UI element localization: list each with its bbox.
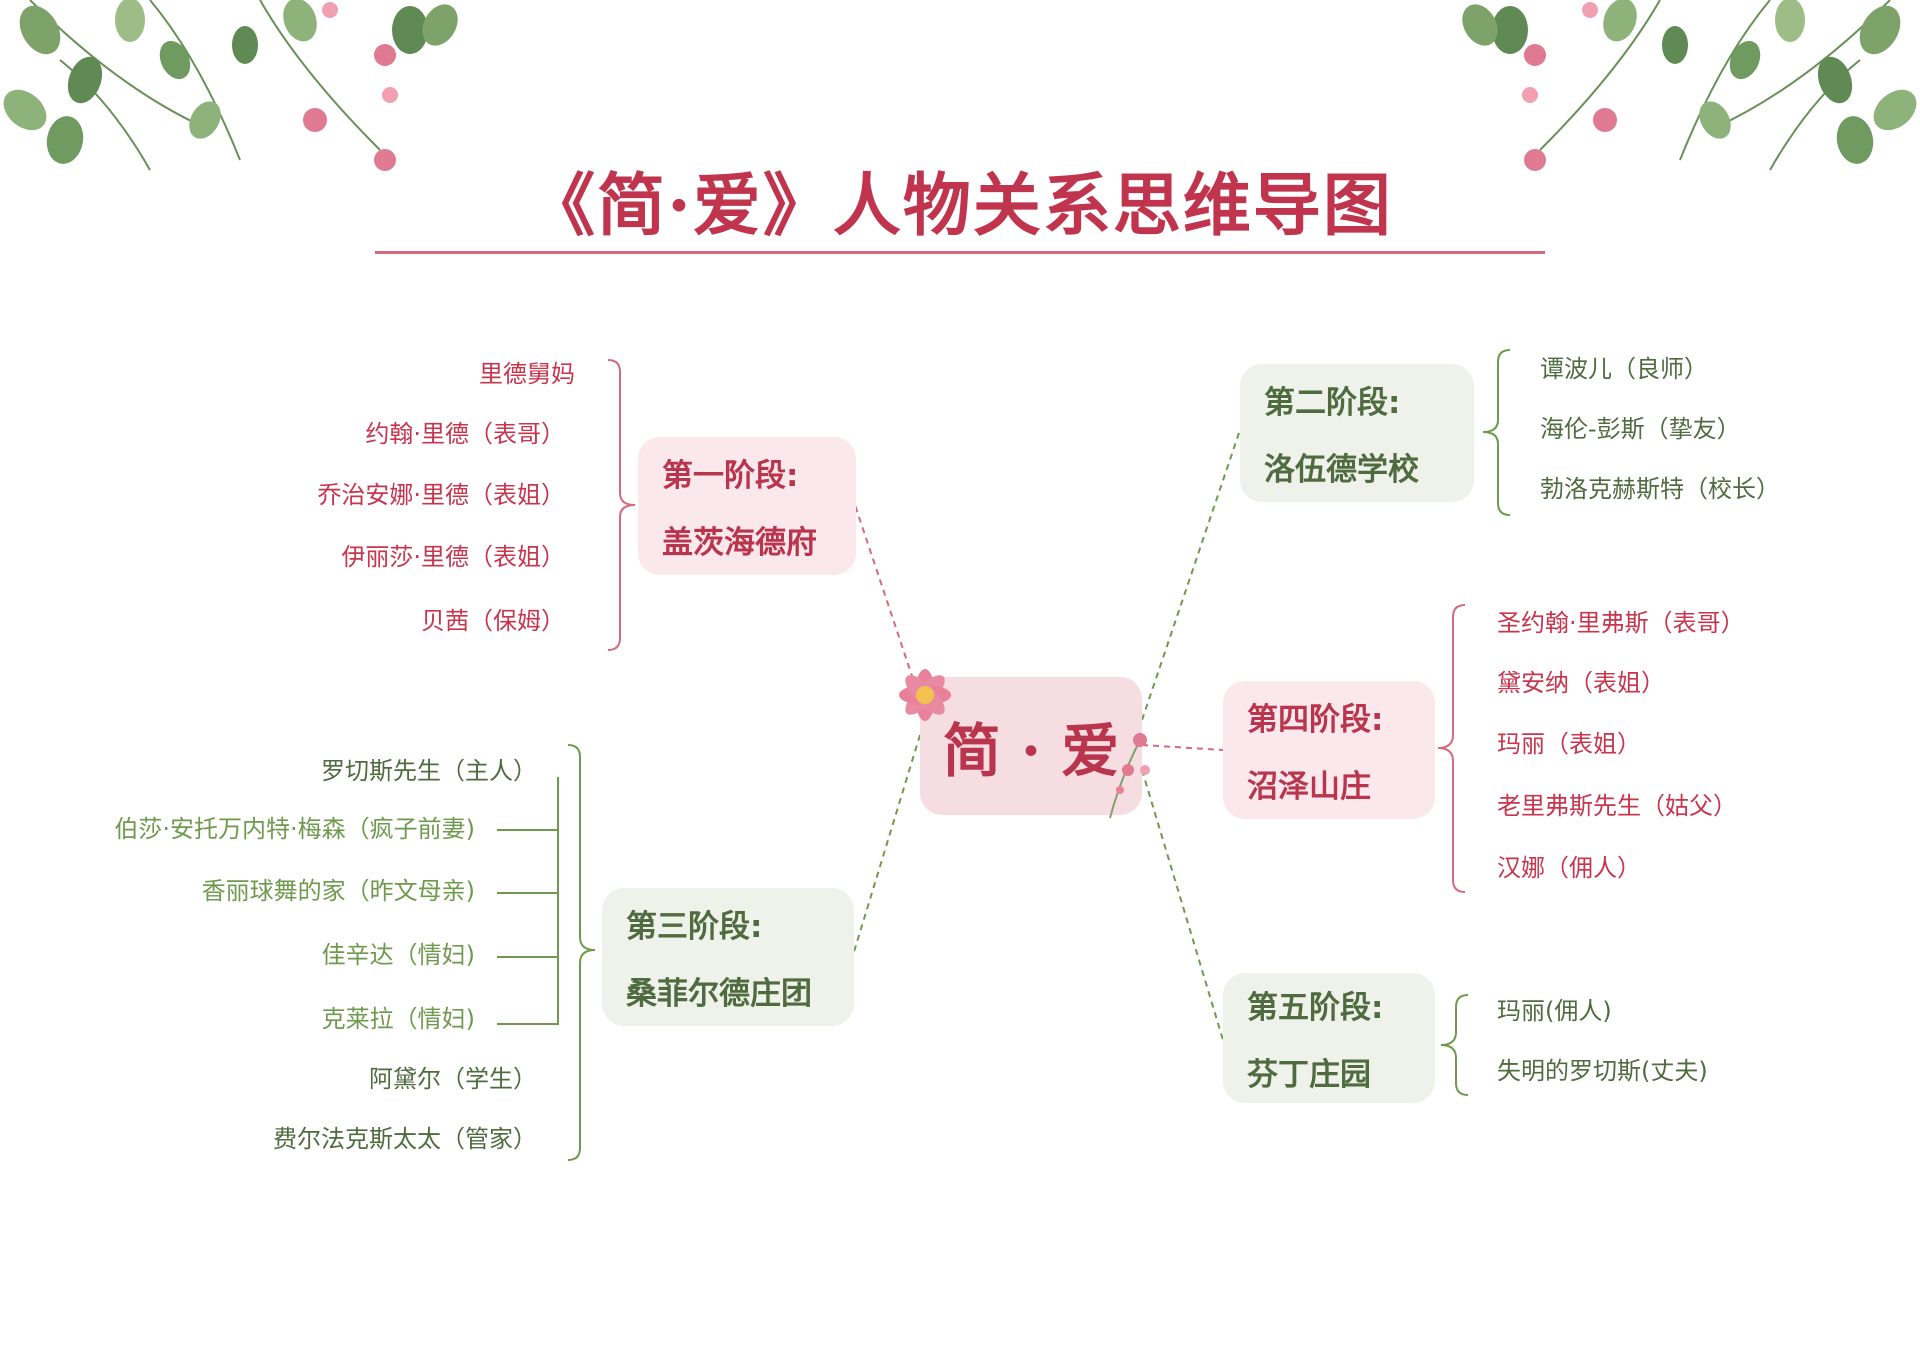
stage-3-sub-member: 伯莎·安托万内特·梅森（疯子前妻) [114,815,475,843]
connector-stage-1 [854,504,921,701]
stage-5-node: 第五阶段: 芬丁庄园 [1223,973,1435,1103]
stage-5-place: 芬丁庄园 [1247,1057,1371,1093]
stage-2-member: 勃洛克赫斯特（校长） [1540,475,1780,503]
stage-1-member: 里德舅妈 [479,360,575,388]
stage-5-member: 玛丽(佣人) [1497,997,1612,1025]
bracket-stage-3 [567,744,596,1161]
connector-stage-2 [1141,429,1241,721]
stage-1-member: 乔治安娜·里德（表姐） [317,481,565,509]
center-node: 简 · 爱 [920,677,1142,815]
connector-stage-5 [1141,769,1224,1041]
stage-1-member: 伊丽莎·里德（表姐） [341,543,565,571]
stage-2-place: 洛伍德学校 [1264,452,1419,488]
stage-4-member: 汉娜（佣人） [1497,854,1641,882]
stage-2-node: 第二阶段: 洛伍德学校 [1240,364,1474,502]
stage-3-member: 费尔法克斯太太（管家） [273,1125,537,1153]
stage-4-member: 黛安纳（表姐） [1497,669,1665,697]
stage-4-member: 圣约翰·里弗斯（表哥） [1497,609,1745,637]
stage-5-label: 第五阶段: [1247,990,1384,1026]
bracket-stage-4 [1437,604,1466,893]
stage-1-place: 盖茨海德府 [662,525,817,561]
stage-3-member: 罗切斯先生（主人） [321,757,537,785]
stage-3-sub-member: 香丽球舞的家（昨文母亲) [201,877,475,905]
foliage-left-decoration [3,0,458,171]
stage-5-member: 失明的罗切斯(丈夫) [1497,1057,1708,1085]
connectors [852,429,1241,1041]
stage-1-member: 约翰·里德（表哥） [365,420,565,448]
flower-icon [899,669,951,721]
connector-stage-3 [852,734,921,956]
stage-4-member: 玛丽（表姐） [1497,730,1641,758]
stage-3-sub-member: 克莱拉（情妇) [321,1005,475,1033]
stage-3-place: 桑菲尔德庄团 [626,976,812,1012]
bracket-stage-1 [607,359,636,651]
brackets [497,349,1511,1161]
page-title: 《简·爱》人物关系思维导图 [527,166,1393,246]
bracket-stage-5 [1440,994,1469,1096]
stage-1-label: 第一阶段: [662,458,799,494]
stage-3-label: 第三阶段: [626,909,763,945]
stage-4-label: 第四阶段: [1247,702,1384,738]
stage-2-member: 谭波儿（良师） [1540,355,1708,383]
stage-1-node: 第一阶段: 盖茨海德府 [638,437,856,575]
stage-3-node: 第三阶段: 桑菲尔德庄团 [602,888,854,1026]
stage-4-place: 沼泽山庄 [1247,769,1371,805]
stage-4-member: 老里弗斯先生（姑父） [1497,792,1737,820]
stage-1-member: 贝茜（保姆） [421,607,565,635]
title-underline [375,251,1545,254]
stage-3-sub-member: 佳辛达（情妇) [321,941,475,969]
bracket-stage-2 [1482,349,1511,516]
flower-sprig-icon [1109,733,1150,819]
stage-3-member: 阿黛尔（学生） [369,1065,537,1093]
stage-2-label: 第二阶段: [1264,385,1401,421]
stage-4-node: 第四阶段: 沼泽山庄 [1223,681,1435,819]
bracket-sub-stage-3 [497,777,559,1025]
foliage-right-decoration [1462,0,1917,171]
stage-2-member: 海伦-彭斯（挚友） [1540,415,1741,443]
connector-stage-4 [1141,744,1224,751]
